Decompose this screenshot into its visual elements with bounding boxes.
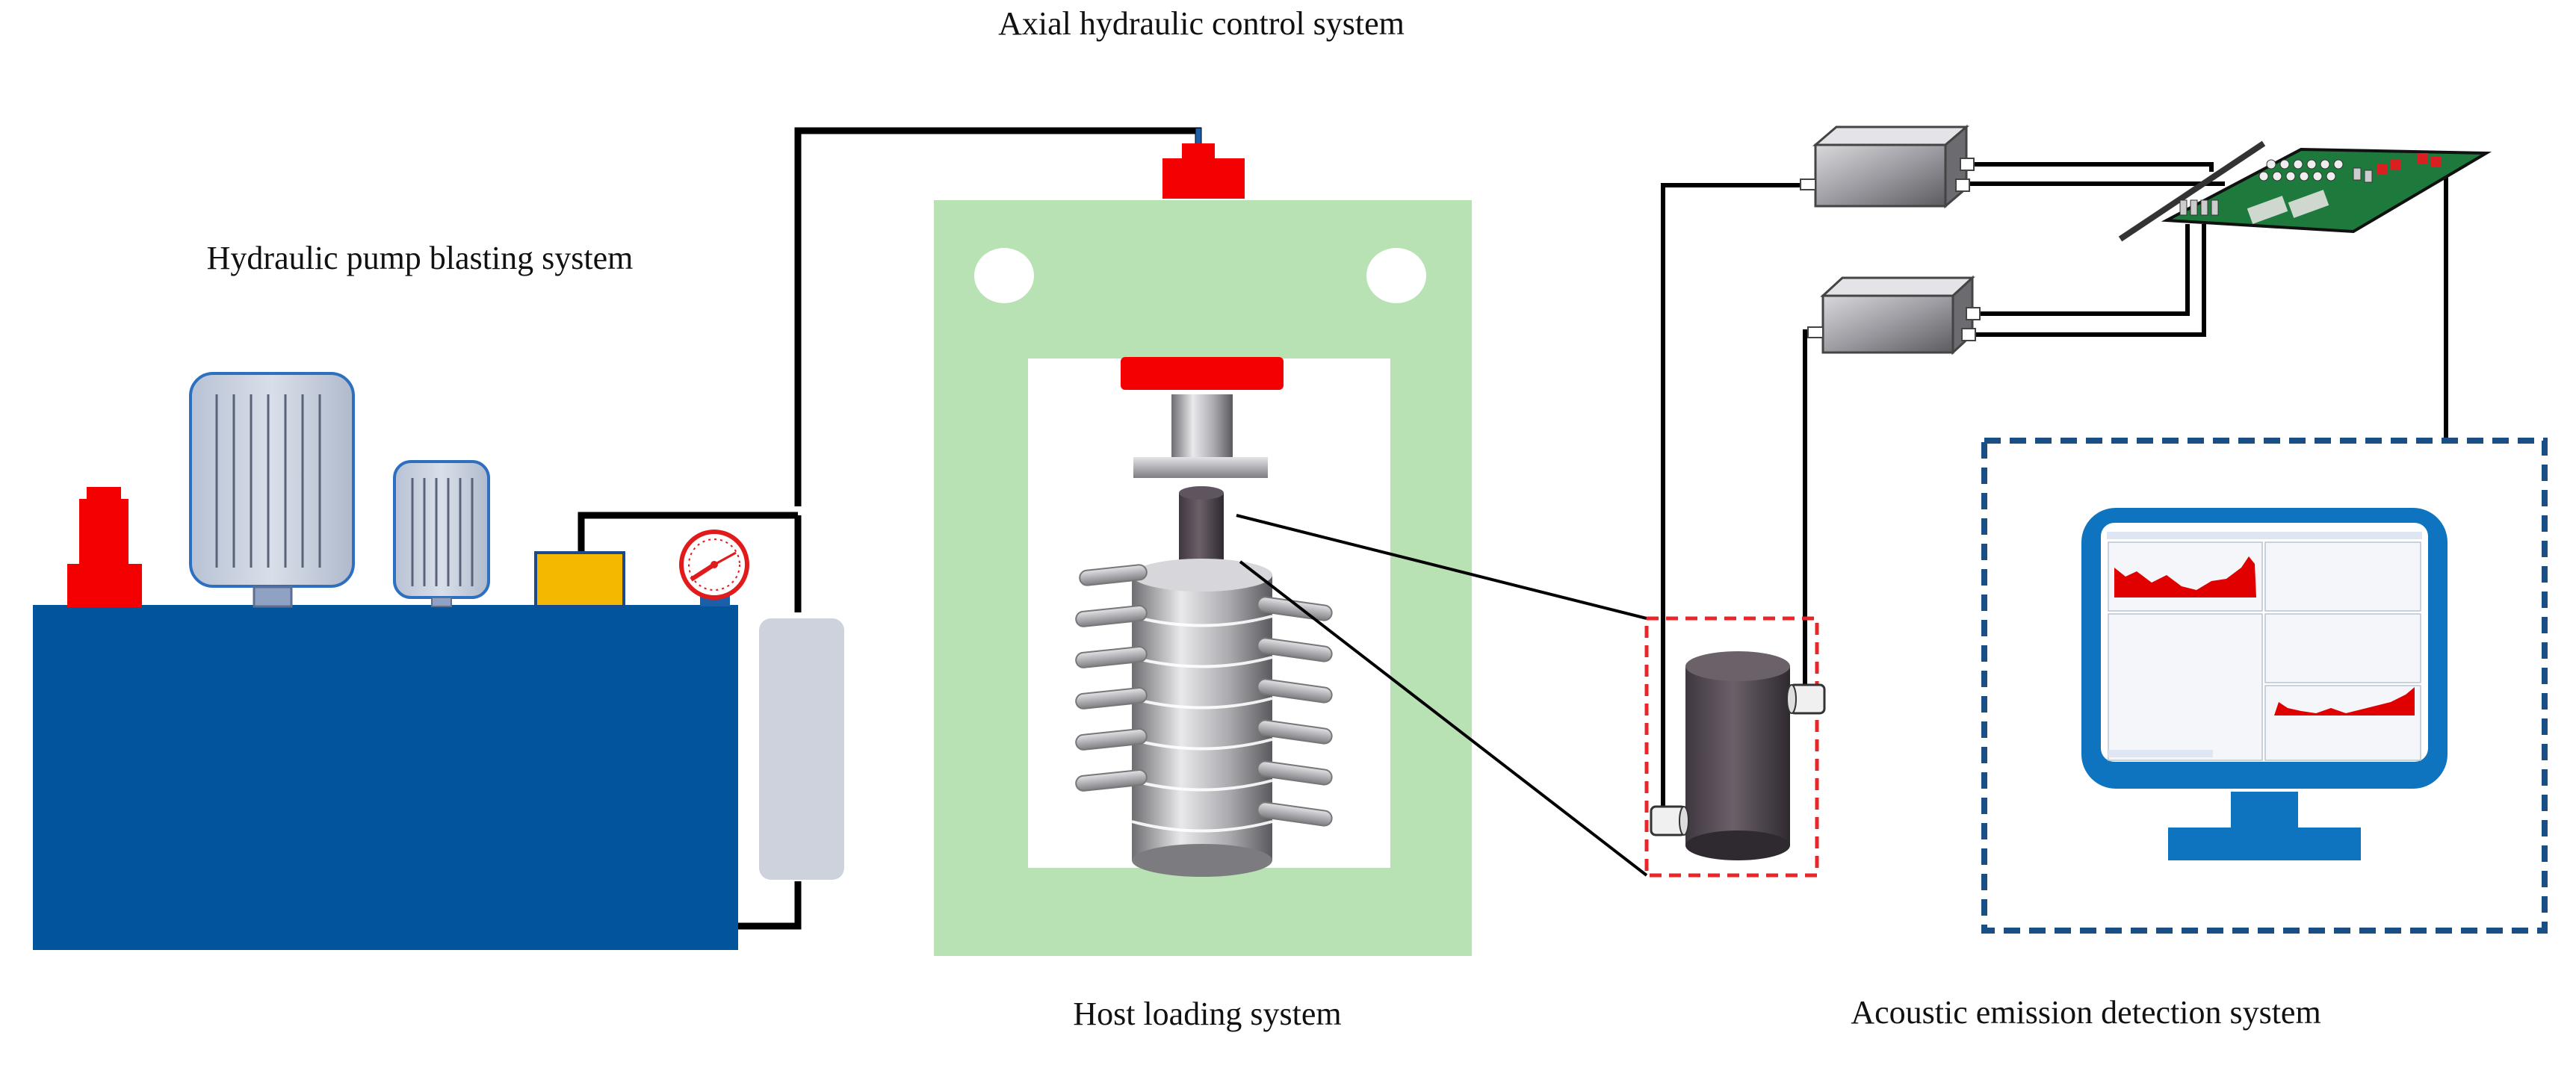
specimen-dashed-box [1644,616,1819,878]
preamplifier-icon [1807,275,1981,356]
frame-hole [974,248,1034,303]
host-loading-system [934,143,1648,956]
pressure-gauge-icon [679,530,749,606]
monitor-dashed-box [1981,438,2548,934]
hydraulic-cylinder-icon [1162,143,1245,199]
accumulator-icon [759,618,844,880]
axial-system-label: Axial hydraulic control system [998,5,1405,42]
signal-cables [1965,162,2448,441]
acquisition-card-icon [2118,140,2492,242]
pressure-relief-valve-icon [67,487,142,607]
acoustic-system-label: Acoustic emission detection system [1851,994,2320,1031]
rock-specimen-icon [1685,651,1790,860]
confining-pressure-vessel [1075,559,1333,877]
host-system-label: Host loading system [1073,996,1341,1032]
hydraulic-pump-system [33,372,844,950]
callout-lines [1236,514,1648,877]
oil-tank [33,605,738,950]
control-valve [534,551,625,608]
acoustic-emission-system [1644,124,2548,934]
preamplifier-icon [1800,124,1975,209]
loading-platen [1121,357,1284,478]
monitor-icon [2081,508,2447,860]
frame-hole [1366,248,1426,303]
pump-system-label: Hydraulic pump blasting system [207,240,634,276]
ae-sensor-icon [1650,805,1689,836]
motor-icon [393,460,490,607]
waveform-display [2107,532,2422,761]
motor-icon [189,372,355,608]
ae-sensor-icon [1786,683,1826,715]
